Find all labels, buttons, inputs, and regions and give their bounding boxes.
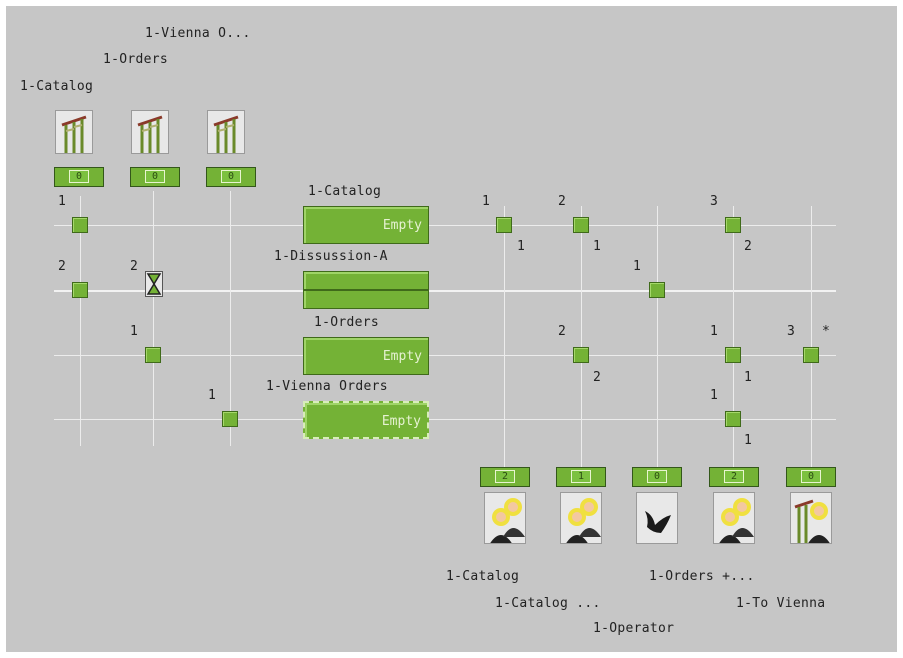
row-number: 1 [744, 433, 752, 448]
connection-node[interactable] [725, 217, 741, 233]
row-number: 1 [593, 239, 601, 254]
row-number: 1 [482, 194, 490, 209]
count-badge: 1 [556, 467, 606, 487]
connection-node[interactable] [222, 411, 238, 427]
catalog-operator-icon[interactable] [790, 492, 832, 544]
count-value: 2 [724, 470, 744, 483]
grid-line [54, 225, 836, 226]
row-number: 2 [558, 324, 566, 339]
count-badge: 0 [632, 467, 682, 487]
row-number: 1 [208, 388, 216, 403]
count-value: 0 [801, 470, 821, 483]
count-badge: 2 [709, 467, 759, 487]
row-number: 3 [787, 324, 795, 339]
buffer-value: Empty [381, 414, 421, 429]
row-number: 1 [633, 259, 641, 274]
top-label-orders: 1-Orders [103, 52, 169, 67]
connection-node[interactable] [145, 347, 161, 363]
buffer-value: Empty [382, 218, 422, 233]
top-label-vienna-orders: 1-Vienna O... [145, 26, 251, 41]
count-badge: 2 [480, 467, 530, 487]
connection-node[interactable] [496, 217, 512, 233]
count-badge: 0 [206, 167, 256, 187]
buffer-catalog[interactable]: Empty [303, 206, 429, 244]
buffer-value: Empty [382, 349, 422, 364]
connection-node[interactable] [573, 217, 589, 233]
connection-node[interactable] [72, 282, 88, 298]
fish-tail-icon[interactable] [636, 492, 678, 544]
catalog-process-icon[interactable] [55, 110, 93, 154]
buffer-orders[interactable]: Empty [303, 337, 429, 375]
row-number: 1 [58, 194, 66, 209]
grid-line [80, 196, 81, 446]
row-number: 2 [58, 259, 66, 274]
count-badge: 0 [786, 467, 836, 487]
operators-icon[interactable] [484, 492, 526, 544]
count-badge: 0 [54, 167, 104, 187]
top-label-catalog: 1-Catalog [20, 79, 94, 94]
bottom-label-orders: 1-Orders +... [649, 569, 755, 584]
bottom-label-catalog: 1-Catalog [446, 569, 520, 584]
bottom-label-operator: 1-Operator [593, 621, 675, 636]
buffer-title: 1-Orders [314, 315, 380, 330]
connection-node[interactable] [725, 347, 741, 363]
count-value: 1 [571, 470, 591, 483]
operators-icon[interactable] [560, 492, 602, 544]
row-number: 1 [517, 239, 525, 254]
connection-node[interactable] [573, 347, 589, 363]
buffer-title: 1-Catalog [308, 184, 382, 199]
buffer-title: 1-Vienna Orders [266, 379, 388, 394]
catalog-process-icon[interactable] [207, 110, 245, 154]
grid-line [230, 191, 231, 446]
buffer-vienna-orders[interactable]: Empty [303, 401, 429, 439]
grid-line [54, 290, 836, 292]
count-badge: 0 [130, 167, 180, 187]
count-value: 0 [221, 170, 241, 183]
grid-line [504, 206, 505, 469]
count-value: 0 [647, 470, 667, 483]
row-number: 2 [558, 194, 566, 209]
grid-line [733, 206, 734, 469]
row-number: * [822, 324, 830, 339]
catalog-process-icon[interactable] [131, 110, 169, 154]
connection-node[interactable] [725, 411, 741, 427]
bottom-label-catalog-2: 1-Catalog ... [495, 596, 601, 611]
grid-line [657, 206, 658, 469]
row-number: 2 [130, 259, 138, 274]
row-number: 1 [744, 370, 752, 385]
row-number: 1 [710, 388, 718, 403]
buffer-title: 1-Dissussion-A [274, 249, 388, 264]
buffer-discussion[interactable] [303, 271, 429, 309]
row-number: 3 [710, 194, 718, 209]
grid-line [54, 419, 836, 420]
bottom-label-to-vienna: 1-To Vienna [736, 596, 826, 611]
grid-line [581, 206, 582, 469]
count-value: 0 [145, 170, 165, 183]
connection-node[interactable] [649, 282, 665, 298]
row-number: 1 [130, 324, 138, 339]
connection-node[interactable] [803, 347, 819, 363]
row-number: 2 [593, 370, 601, 385]
row-number: 1 [710, 324, 718, 339]
connection-node[interactable] [72, 217, 88, 233]
count-value: 2 [495, 470, 515, 483]
operators-icon[interactable] [713, 492, 755, 544]
grid-line [153, 191, 154, 446]
grid-line [811, 206, 812, 469]
count-value: 0 [69, 170, 89, 183]
hourglass-icon[interactable] [145, 271, 163, 297]
diagram-canvas: 1-Vienna O... 1-Orders 1-Catalog 0 0 0 1… [6, 6, 897, 652]
row-number: 2 [744, 239, 752, 254]
grid-line [54, 355, 836, 356]
